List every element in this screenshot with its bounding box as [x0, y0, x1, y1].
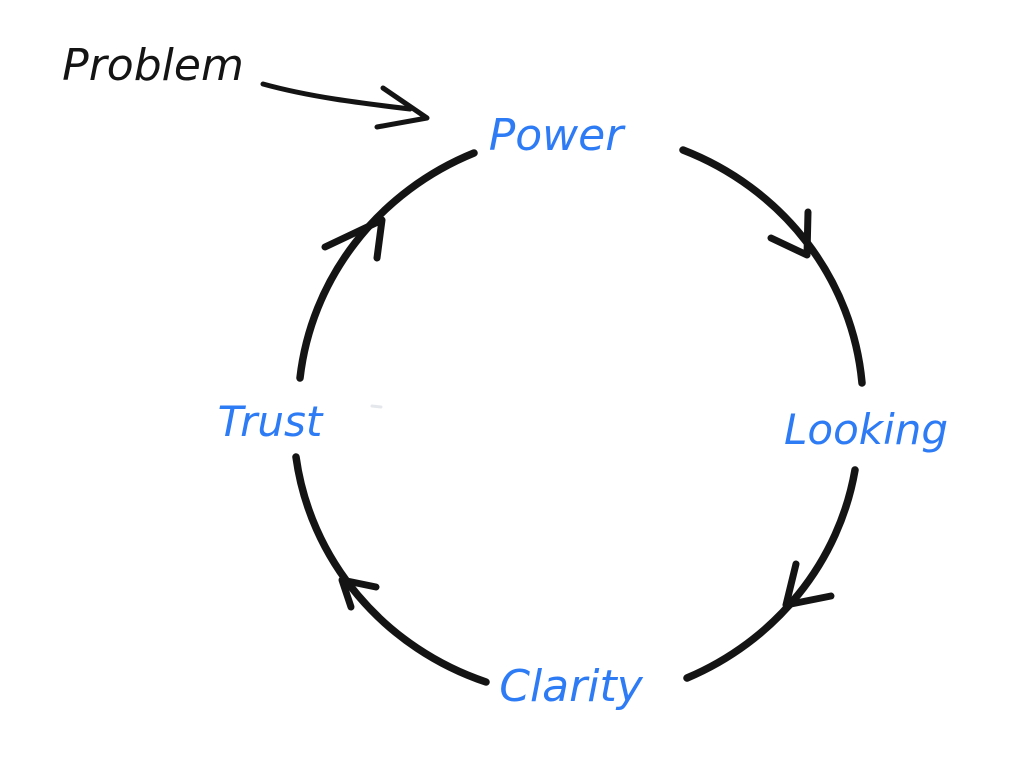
arc-power-to-looking [679, 146, 866, 387]
arc-looking-to-clarity [683, 466, 859, 682]
arc-trust-to-power [296, 149, 478, 382]
arrowhead-clarity-to-trust-icon [338, 576, 380, 611]
node-label-clarity: Clarity [499, 661, 643, 712]
problem-arrow-shaft [260, 81, 413, 112]
node-label-power: Power [489, 110, 627, 161]
arc-clarity-to-trust [292, 453, 490, 686]
problem-label: Problem [62, 40, 244, 91]
node-label-looking: Looking [784, 405, 948, 454]
arrowhead-looking-to-clarity-icon [782, 560, 835, 609]
arrowhead-trust-to-power-icon [321, 216, 386, 262]
node-label-trust: Trust [218, 397, 324, 446]
arrowhead-power-to-looking-icon [767, 208, 812, 259]
smudge-mark [370, 404, 383, 409]
problem-arrowhead-icon [374, 85, 430, 130]
